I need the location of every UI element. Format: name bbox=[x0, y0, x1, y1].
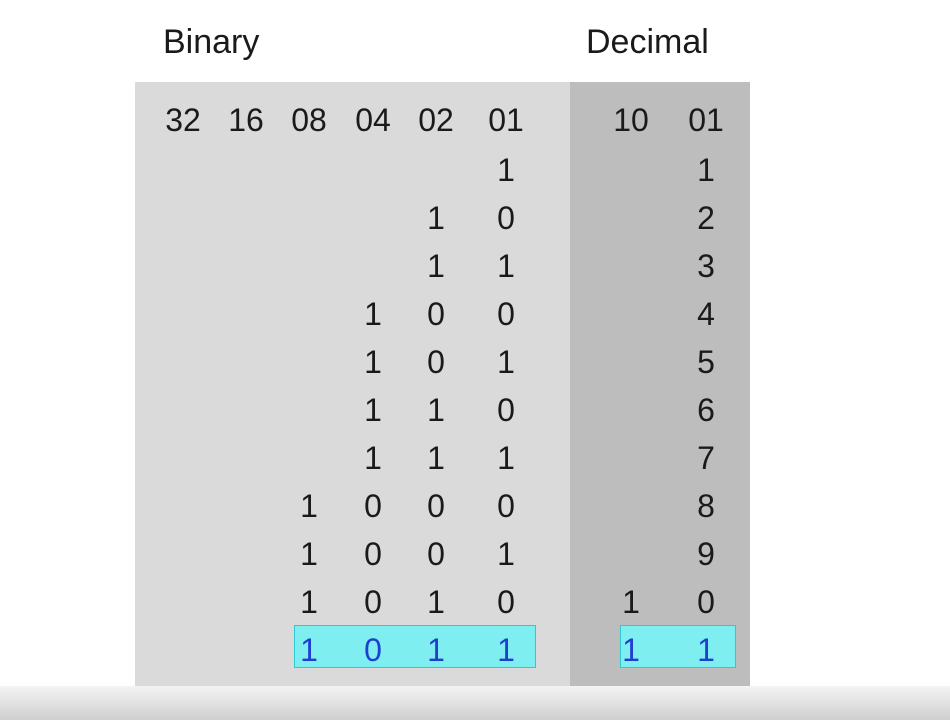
binary-digit: 0 bbox=[497, 584, 515, 620]
binary-digit: 0 bbox=[364, 536, 382, 572]
decimal-place-header: 10 bbox=[613, 102, 649, 138]
binary-digit: 1 bbox=[364, 440, 382, 476]
binary-digit: 1 bbox=[427, 440, 445, 476]
binary-digit: 0 bbox=[427, 344, 445, 380]
decimal-highlight bbox=[620, 625, 736, 668]
binary-digit: 1 bbox=[300, 632, 318, 668]
binary-digit: 0 bbox=[364, 488, 382, 524]
decimal-digit: 1 bbox=[622, 632, 640, 668]
decimal-digit: 9 bbox=[697, 536, 715, 572]
decimal-digit: 5 bbox=[697, 344, 715, 380]
binary-place-header: 16 bbox=[228, 102, 264, 138]
binary-digit: 1 bbox=[364, 392, 382, 428]
binary-digit: 1 bbox=[427, 248, 445, 284]
decimal-digit: 1 bbox=[697, 632, 715, 668]
decimal-digit: 7 bbox=[697, 440, 715, 476]
decimal-place-header: 01 bbox=[688, 102, 724, 138]
decimal-digit: 1 bbox=[622, 584, 640, 620]
decimal-digit: 2 bbox=[697, 200, 715, 236]
binary-digit: 1 bbox=[427, 584, 445, 620]
binary-digit: 1 bbox=[497, 152, 515, 188]
binary-digit: 1 bbox=[497, 632, 515, 668]
binary-digit: 0 bbox=[427, 488, 445, 524]
binary-digit: 0 bbox=[427, 536, 445, 572]
binary-digit: 0 bbox=[427, 296, 445, 332]
binary-digit: 1 bbox=[427, 392, 445, 428]
binary-digit: 0 bbox=[364, 632, 382, 668]
binary-digit: 1 bbox=[427, 200, 445, 236]
binary-digit: 0 bbox=[364, 584, 382, 620]
binary-digit: 1 bbox=[497, 440, 515, 476]
binary-place-header: 04 bbox=[355, 102, 391, 138]
binary-digit: 1 bbox=[300, 584, 318, 620]
decimal-digit: 4 bbox=[697, 296, 715, 332]
binary-digit: 0 bbox=[497, 296, 515, 332]
binary-place-header: 02 bbox=[418, 102, 454, 138]
binary-digit: 1 bbox=[497, 248, 515, 284]
decimal-digit: 0 bbox=[697, 584, 715, 620]
decimal-panel bbox=[570, 82, 750, 686]
decimal-digit: 3 bbox=[697, 248, 715, 284]
binary-digit: 1 bbox=[364, 344, 382, 380]
binary-digit: 1 bbox=[427, 632, 445, 668]
decimal-digit: 8 bbox=[697, 488, 715, 524]
binary-title: Binary bbox=[163, 23, 260, 61]
binary-highlight bbox=[294, 625, 536, 668]
decimal-digit: 6 bbox=[697, 392, 715, 428]
binary-digit: 1 bbox=[364, 296, 382, 332]
binary-digit: 0 bbox=[497, 392, 515, 428]
binary-digit: 1 bbox=[300, 488, 318, 524]
binary-digit: 1 bbox=[497, 344, 515, 380]
bottom-shade bbox=[0, 686, 950, 720]
binary-digit: 0 bbox=[497, 200, 515, 236]
decimal-title: Decimal bbox=[586, 23, 709, 61]
binary-place-header: 32 bbox=[165, 102, 201, 138]
binary-place-header: 08 bbox=[291, 102, 327, 138]
decimal-digit: 1 bbox=[697, 152, 715, 188]
binary-digit: 1 bbox=[497, 536, 515, 572]
binary-digit: 0 bbox=[497, 488, 515, 524]
binary-digit: 1 bbox=[300, 536, 318, 572]
binary-panel bbox=[135, 82, 570, 686]
binary-place-header: 01 bbox=[488, 102, 524, 138]
